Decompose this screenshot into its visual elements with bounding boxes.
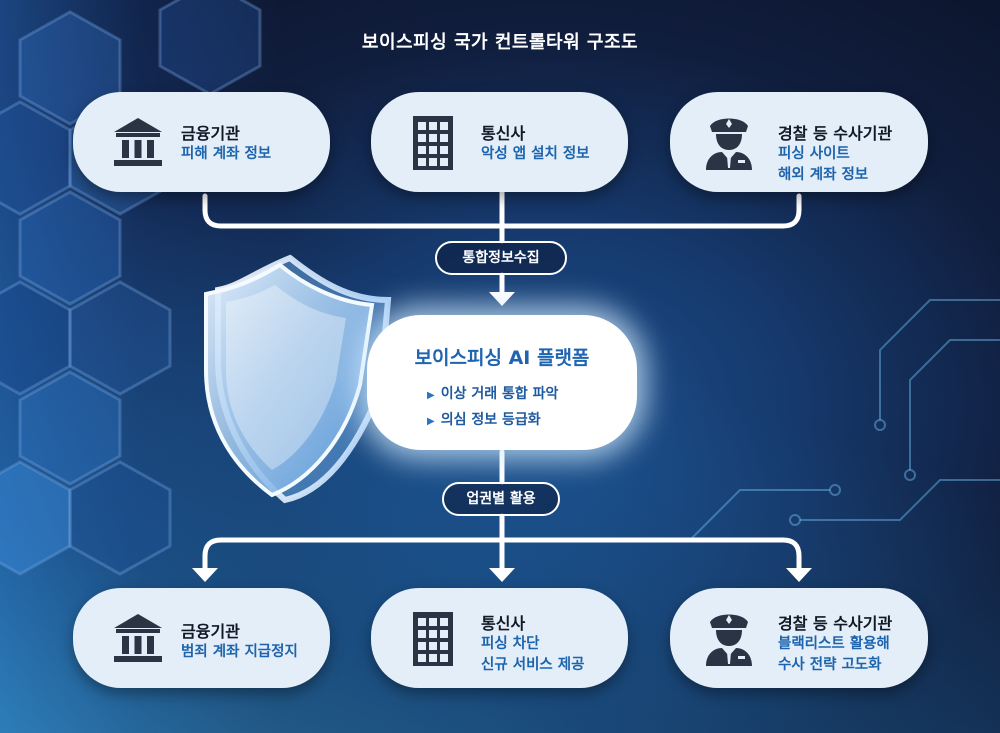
platform-item-2-text: 의심 정보 등급화	[440, 412, 541, 428]
bottom-telecom-desc-2: 신규 서비스 제공	[481, 657, 585, 673]
arrow-down-icon	[489, 292, 515, 306]
arrow-down-icon	[192, 568, 218, 582]
building-icon	[413, 116, 453, 170]
top-telecom-name: 통신사	[481, 124, 526, 143]
use-label: 업권별 활용	[442, 482, 560, 516]
diagram-title: 보이스피싱 국가 컨트롤타워 구조도	[361, 32, 639, 53]
arrow-down-icon	[489, 568, 515, 582]
circuit-traces	[689, 299, 1000, 541]
bottom-telecom-name: 통신사	[481, 614, 526, 633]
bottom-police-desc-2: 수사 전략 고도화	[778, 657, 882, 673]
bullet-triangle-icon: ▶	[427, 416, 435, 427]
bank-icon	[114, 118, 162, 166]
platform-item-1: ▶ 이상 거래 통합 파악	[427, 383, 558, 403]
top-card-finance: 금융기관 피해 계좌 정보	[73, 92, 330, 192]
platform-title: 보이스피싱 AI 플랫폼	[414, 347, 590, 369]
police-icon	[706, 614, 752, 666]
top-finance-name: 금융기관	[181, 124, 240, 143]
platform-item-2: ▶ 의심 정보 등급화	[427, 409, 541, 429]
top-police-desc-1: 피싱 사이트	[778, 146, 850, 162]
top-card-police: 경찰 등 수사기관 피싱 사이트 해외 계좌 정보	[670, 92, 928, 192]
platform-item-1-text: 이상 거래 통합 파악	[440, 386, 559, 402]
bottom-police-name: 경찰 등 수사기관	[778, 614, 893, 633]
bottom-card-telecom: 통신사 피싱 차단 신규 서비스 제공	[371, 588, 628, 688]
top-card-telecom: 통신사 악성 앱 설치 정보	[371, 92, 628, 192]
bottom-finance-desc-1: 범죄 계좌 지급정지	[181, 644, 298, 660]
building-icon	[413, 612, 453, 666]
bank-icon	[114, 614, 162, 662]
top-finance-desc-1: 피해 계좌 정보	[181, 146, 272, 162]
arrow-down-icon	[786, 568, 812, 582]
police-icon	[706, 118, 752, 170]
ai-platform-box: 보이스피싱 AI 플랫폼 ▶ 이상 거래 통합 파악 ▶ 의심 정보 등급화	[367, 315, 637, 450]
bottom-telecom-desc-1: 피싱 차단	[481, 636, 540, 652]
bottom-police-desc-1: 블랙리스트 활용해	[778, 636, 890, 652]
bullet-triangle-icon: ▶	[427, 390, 435, 401]
top-police-name: 경찰 등 수사기관	[778, 124, 893, 143]
bottom-finance-name: 금융기관	[181, 622, 240, 641]
bottom-card-finance: 금융기관 범죄 계좌 지급정지	[73, 588, 330, 688]
bottom-card-police: 경찰 등 수사기관 블랙리스트 활용해 수사 전략 고도화	[670, 588, 928, 688]
top-telecom-desc-1: 악성 앱 설치 정보	[481, 146, 590, 162]
top-police-desc-2: 해외 계좌 정보	[778, 167, 869, 183]
collect-label: 통합정보수집	[435, 241, 567, 275]
